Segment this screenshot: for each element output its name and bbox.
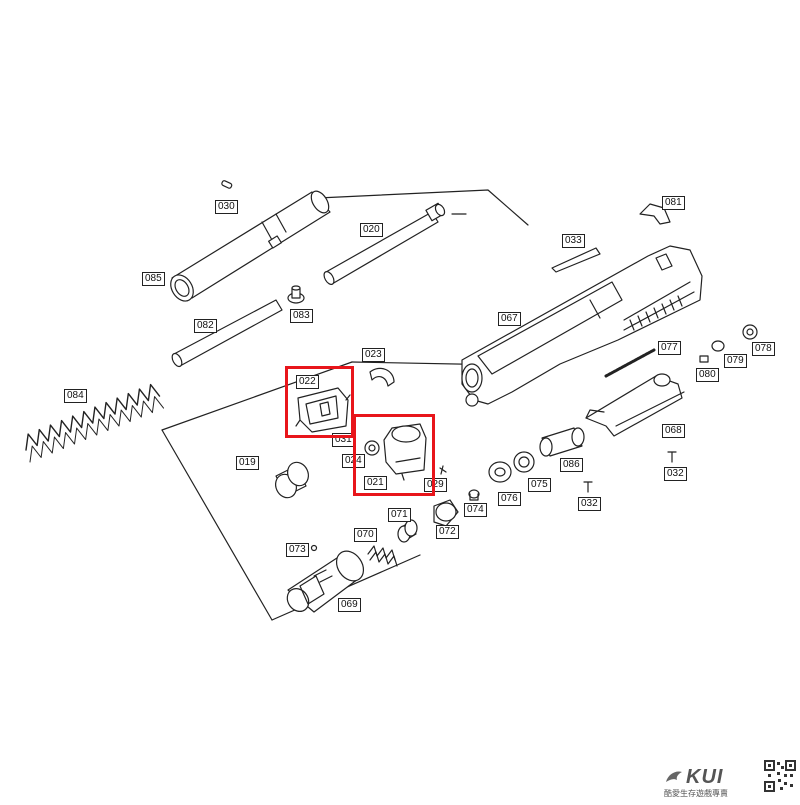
label-082: 082	[194, 319, 217, 333]
part-022-housing	[295, 387, 351, 433]
part-032-screws	[583, 451, 677, 493]
label-079: 079	[724, 354, 747, 368]
part-069-loading-nozzle	[286, 550, 365, 613]
qr-code-icon	[764, 760, 796, 792]
label-030: 030	[215, 200, 238, 214]
part-067-slide	[461, 245, 703, 407]
label-021: 021	[364, 476, 387, 490]
label-073: 073	[286, 543, 309, 557]
part-080-079-078-smallparts	[699, 324, 758, 363]
label-069: 069	[338, 598, 361, 612]
label-032-right: 032	[664, 467, 687, 481]
label-072: 072	[436, 525, 459, 539]
part-021-chamber	[383, 423, 427, 481]
label-070: 070	[354, 528, 377, 542]
label-029: 029	[424, 478, 447, 492]
part-077-spring	[604, 348, 656, 378]
label-085: 085	[142, 272, 165, 286]
part-023-clip	[369, 367, 395, 387]
brand-tagline: 酷愛生存遊戲專賣	[664, 789, 728, 798]
part-020-inner-barrel	[323, 202, 446, 285]
label-020: 020	[360, 223, 383, 237]
highlight-box-022	[285, 366, 354, 438]
label-080: 080	[696, 368, 719, 382]
label-077: 077	[658, 341, 681, 355]
part-068-rail	[585, 373, 685, 437]
brand-logo-icon	[666, 771, 682, 782]
part-084-recoil-spring	[25, 383, 165, 463]
part-030-pin	[221, 180, 233, 189]
label-078: 078	[752, 342, 775, 356]
highlight-box-021	[353, 414, 435, 496]
part-019-tube	[275, 461, 309, 499]
part-083-screw	[287, 285, 305, 304]
brand-watermark: KUI 酷愛生存遊戲專賣	[664, 766, 760, 798]
part-024-ring	[364, 440, 380, 456]
brand-name: KUI	[686, 766, 724, 788]
label-067: 067	[498, 312, 521, 326]
part-074-screw	[468, 489, 480, 501]
label-023: 023	[362, 348, 385, 362]
part-071-nozzle	[397, 519, 418, 543]
label-076: 076	[498, 492, 521, 506]
label-032-lower: 032	[578, 497, 601, 511]
label-083: 083	[290, 309, 313, 323]
label-019: 019	[236, 456, 259, 470]
label-084: 084	[64, 389, 87, 403]
label-068: 068	[662, 424, 685, 438]
part-033-extractor	[551, 247, 601, 273]
part-070-spring	[367, 545, 398, 567]
label-081: 081	[662, 196, 685, 210]
label-086: 086	[560, 458, 583, 472]
label-071: 071	[388, 508, 411, 522]
part-086-bushing	[539, 427, 585, 457]
part-029-screw	[439, 465, 447, 475]
part-072-collar	[433, 499, 459, 527]
label-075: 075	[528, 478, 551, 492]
label-022: 022	[296, 375, 319, 389]
part-082-guide-rod	[171, 299, 283, 368]
part-076-washer	[488, 461, 512, 483]
part-075-washer	[513, 451, 535, 473]
label-033: 033	[562, 234, 585, 248]
part-085-outer-barrel	[170, 190, 331, 302]
part-073-pin	[310, 544, 318, 552]
label-074: 074	[464, 503, 487, 517]
